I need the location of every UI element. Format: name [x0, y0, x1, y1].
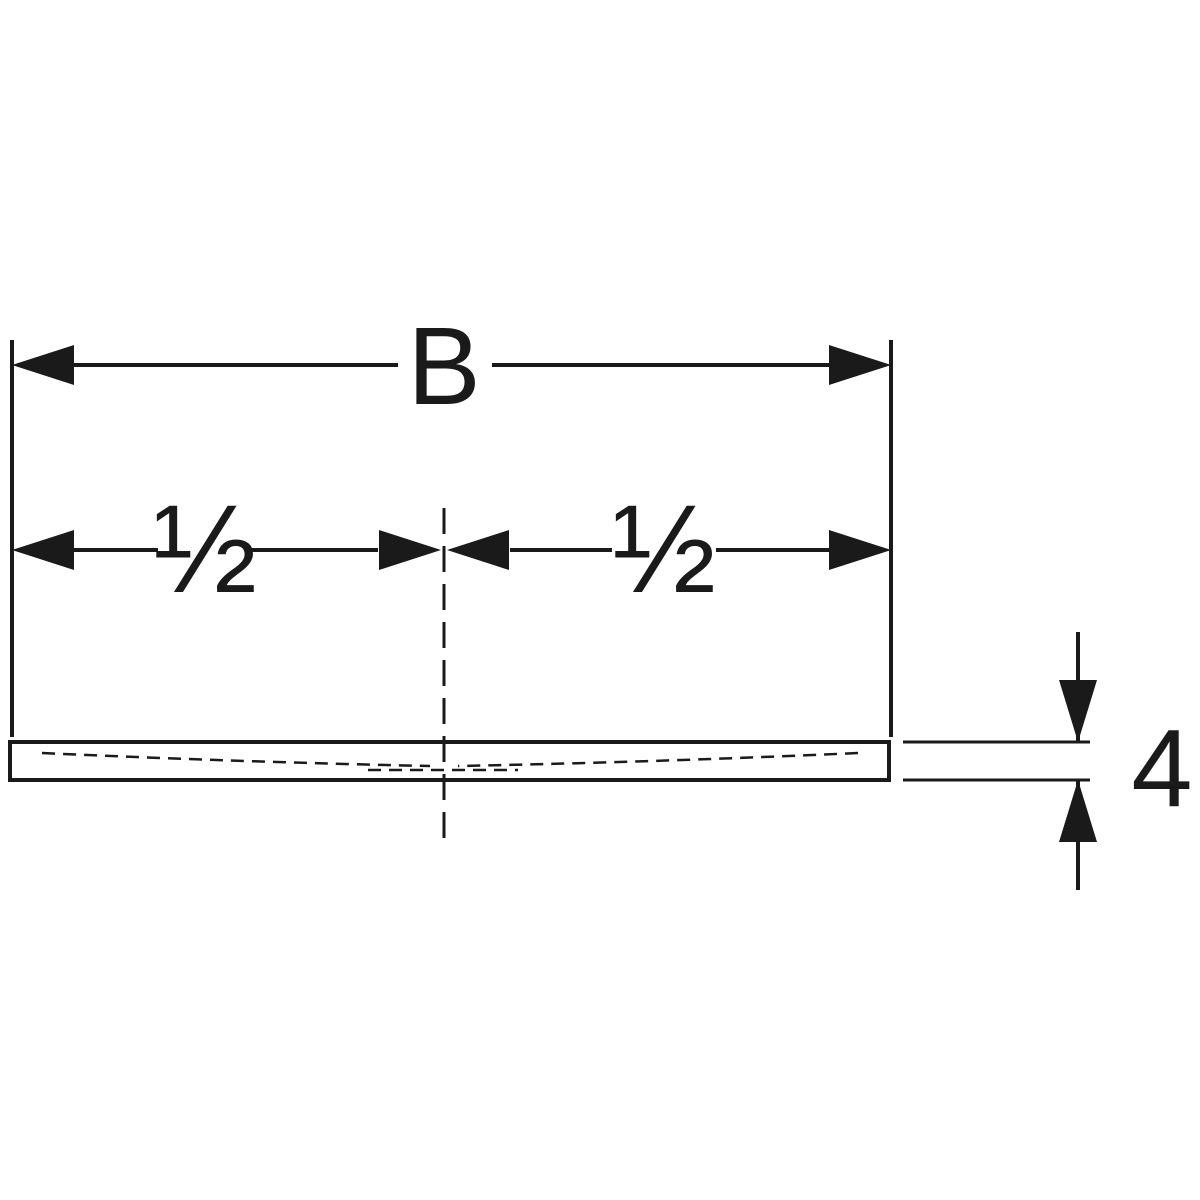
arrow-right-icon — [829, 345, 891, 385]
tray-inner-surface-right — [457, 751, 859, 768]
half-right-label: ½ — [612, 480, 716, 619]
arrow-right-icon — [829, 530, 891, 570]
arrow-right-center-icon — [379, 530, 441, 570]
tray-outline — [8, 740, 891, 782]
tray-cross-section — [8, 740, 891, 782]
dimension-half-widths: ½ ½ — [12, 480, 891, 619]
arrow-down-icon — [1059, 680, 1097, 742]
dimension-width-b: B — [10, 305, 893, 737]
arrow-left-icon — [12, 345, 74, 385]
width-label: B — [407, 305, 480, 428]
thickness-label: 4 — [1131, 707, 1192, 830]
half-left-label: ½ — [153, 480, 257, 619]
arrow-left-icon — [12, 530, 74, 570]
arrow-up-icon — [1059, 780, 1097, 842]
tray-inner-surface-left — [41, 751, 431, 768]
dimension-thickness: 4 — [903, 632, 1193, 890]
arrow-left-center-icon — [447, 530, 509, 570]
